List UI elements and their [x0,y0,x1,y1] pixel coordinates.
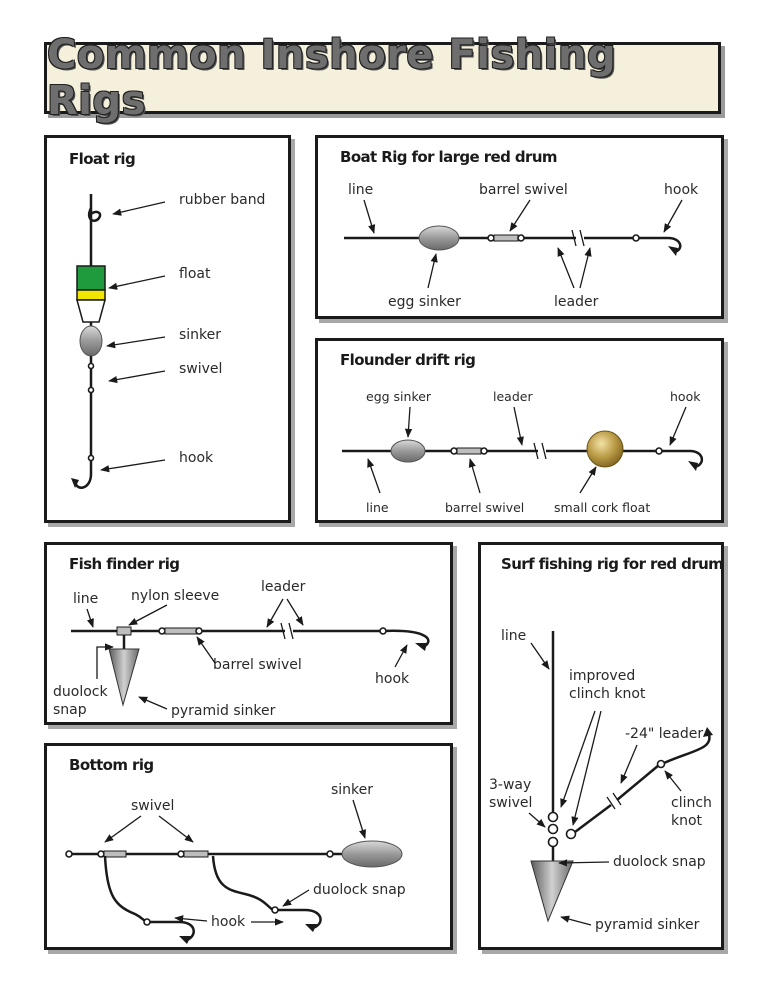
label-rubber-band: rubber band [179,192,265,208]
surf-label-line: line [501,628,526,644]
label-swivel: swivel [179,361,222,377]
flounder-label-hook: hook [670,389,701,404]
ff-label-pyramid-sinker: pyramid sinker [171,703,276,719]
boat-label-egg-sinker: egg sinker [388,294,461,310]
bottom-label-swivel: swivel [131,798,174,814]
fish-finder-rig-panel: Fish finder rig line nylon sleeve leader… [44,542,453,725]
bottom-rig-sinker [341,840,403,868]
float-rig-title: Float rig [69,150,135,168]
flounder-rig-diagram: Flounder drift rig egg sinker leader hoo… [340,351,703,515]
surf-rig-panel: Surf fishing rig for red drum line impro… [478,542,724,950]
flounder-label-cork-float: small cork float [554,500,650,515]
fish-finder-rig-title: Fish finder rig [69,555,179,573]
float-band [76,289,106,301]
surf-label-swivel: swivel [489,795,532,811]
surf-label-improved: improved [569,668,635,684]
boat-rig-panel: Boat Rig for large red drum line barrel … [315,135,724,319]
boat-label-line: line [348,182,373,198]
ff-label-nylon-sleeve: nylon sleeve [131,588,219,604]
float-rig-swivel-ring-1 [87,362,95,370]
label-hook: hook [179,450,214,466]
ff-label-hook: hook [375,671,410,687]
float-rig-sinker [79,325,103,357]
boat-rig-egg-sinker [418,225,460,251]
flounder-rig-title: Flounder drift rig [340,351,475,369]
boat-label-barrel-swivel: barrel swivel [479,182,568,198]
fish-finder-rig-diagram: Fish finder rig line nylon sleeve leader… [53,555,430,719]
bottom-rig-dropper-2 [211,855,274,912]
ff-label-line: line [73,591,98,607]
float-rig-swivel-ring-2 [87,386,95,394]
bottom-label-sinker: sinker [331,782,373,798]
surf-label-pyramid-sinker: pyramid sinker [595,917,700,933]
flounder-label-line: line [366,500,389,515]
bottom-rig-title: Bottom rig [69,756,154,774]
surf-rig-diagram: Surf fishing rig for red drum line impro… [489,555,724,933]
float-rig-diagram: Float rig rubber band float sinker swive… [69,150,265,489]
surf-rig-swivel-ring-1 [547,811,559,823]
float-rig-panel: Float rig rubber band float sinker swive… [44,135,291,523]
boat-label-hook: hook [664,182,699,198]
boat-rig-diagram: Boat Rig for large red drum line barrel … [340,148,699,310]
label-float: float [179,266,211,282]
flounder-label-egg-sinker: egg sinker [366,389,432,404]
flounder-rig-egg-sinker [390,439,426,463]
surf-rig-title: Surf fishing rig for red drum [501,555,723,573]
title-banner: Common Inshore Fishing Rigs [44,32,721,124]
float-rig-hook-ring [87,454,95,462]
flounder-label-leader: leader [493,389,533,404]
fish-finder-pyramid-sinker [108,648,140,707]
boat-label-leader: leader [554,294,599,310]
surf-label-knot: knot [671,813,703,829]
surf-label-3-way: 3-way [489,777,531,793]
surf-rig-hook [663,734,711,765]
flounder-rig-barrel-swivel [456,447,482,455]
bottom-rig-swivel-2 [183,850,209,858]
rubber-band-loop [87,207,102,222]
surf-label-duolock-snap: duolock snap [613,854,706,870]
surf-rig-leader-line [574,764,660,833]
bottom-label-hook: hook [211,914,246,930]
bottom-rig-dropper-1 [103,855,148,924]
bottom-rig-hook-2 [278,908,322,930]
ff-label-leader: leader [261,579,306,595]
page-title: Common Inshore Fishing Rigs [47,32,617,124]
surf-rig-pyramid-sinker [530,860,574,923]
bottom-label-duolock-snap: duolock snap [313,882,406,898]
ff-label-barrel-swivel: barrel swivel [213,657,302,673]
flounder-label-barrel-swivel: barrel swivel [445,500,524,515]
bottom-rig-panel: Bottom rig swivel sinker duolock snap ho… [44,743,453,950]
boat-rig-break [571,229,585,247]
bottom-rig-swivel-1 [103,850,127,858]
flounder-rig-panel: Flounder drift rig egg sinker leader hoo… [315,338,724,523]
surf-rig-swivel-ring-3 [565,828,577,840]
label-sinker: sinker [179,327,221,343]
surf-label-clinch: clinch [671,795,712,811]
surf-rig-swivel-ring-4 [547,836,559,848]
ff-label-duolock: duolock [53,684,108,700]
flounder-rig-cork-float [586,430,624,468]
surf-label-clinch-knot: clinch knot [569,686,646,702]
bottom-rig-diagram: Bottom rig swivel sinker duolock snap ho… [65,756,406,944]
boat-rig-title: Boat Rig for large red drum [340,148,557,166]
ff-label-snap: snap [53,702,87,718]
float-bottom [76,299,106,323]
float-top [76,265,106,291]
boat-rig-barrel-swivel [493,234,519,242]
fish-finder-barrel-swivel [164,627,198,635]
surf-label-leader: -24" leader [625,726,703,742]
surf-rig-swivel-ring-2 [547,823,559,835]
fish-finder-nylon-sleeve [116,626,132,636]
